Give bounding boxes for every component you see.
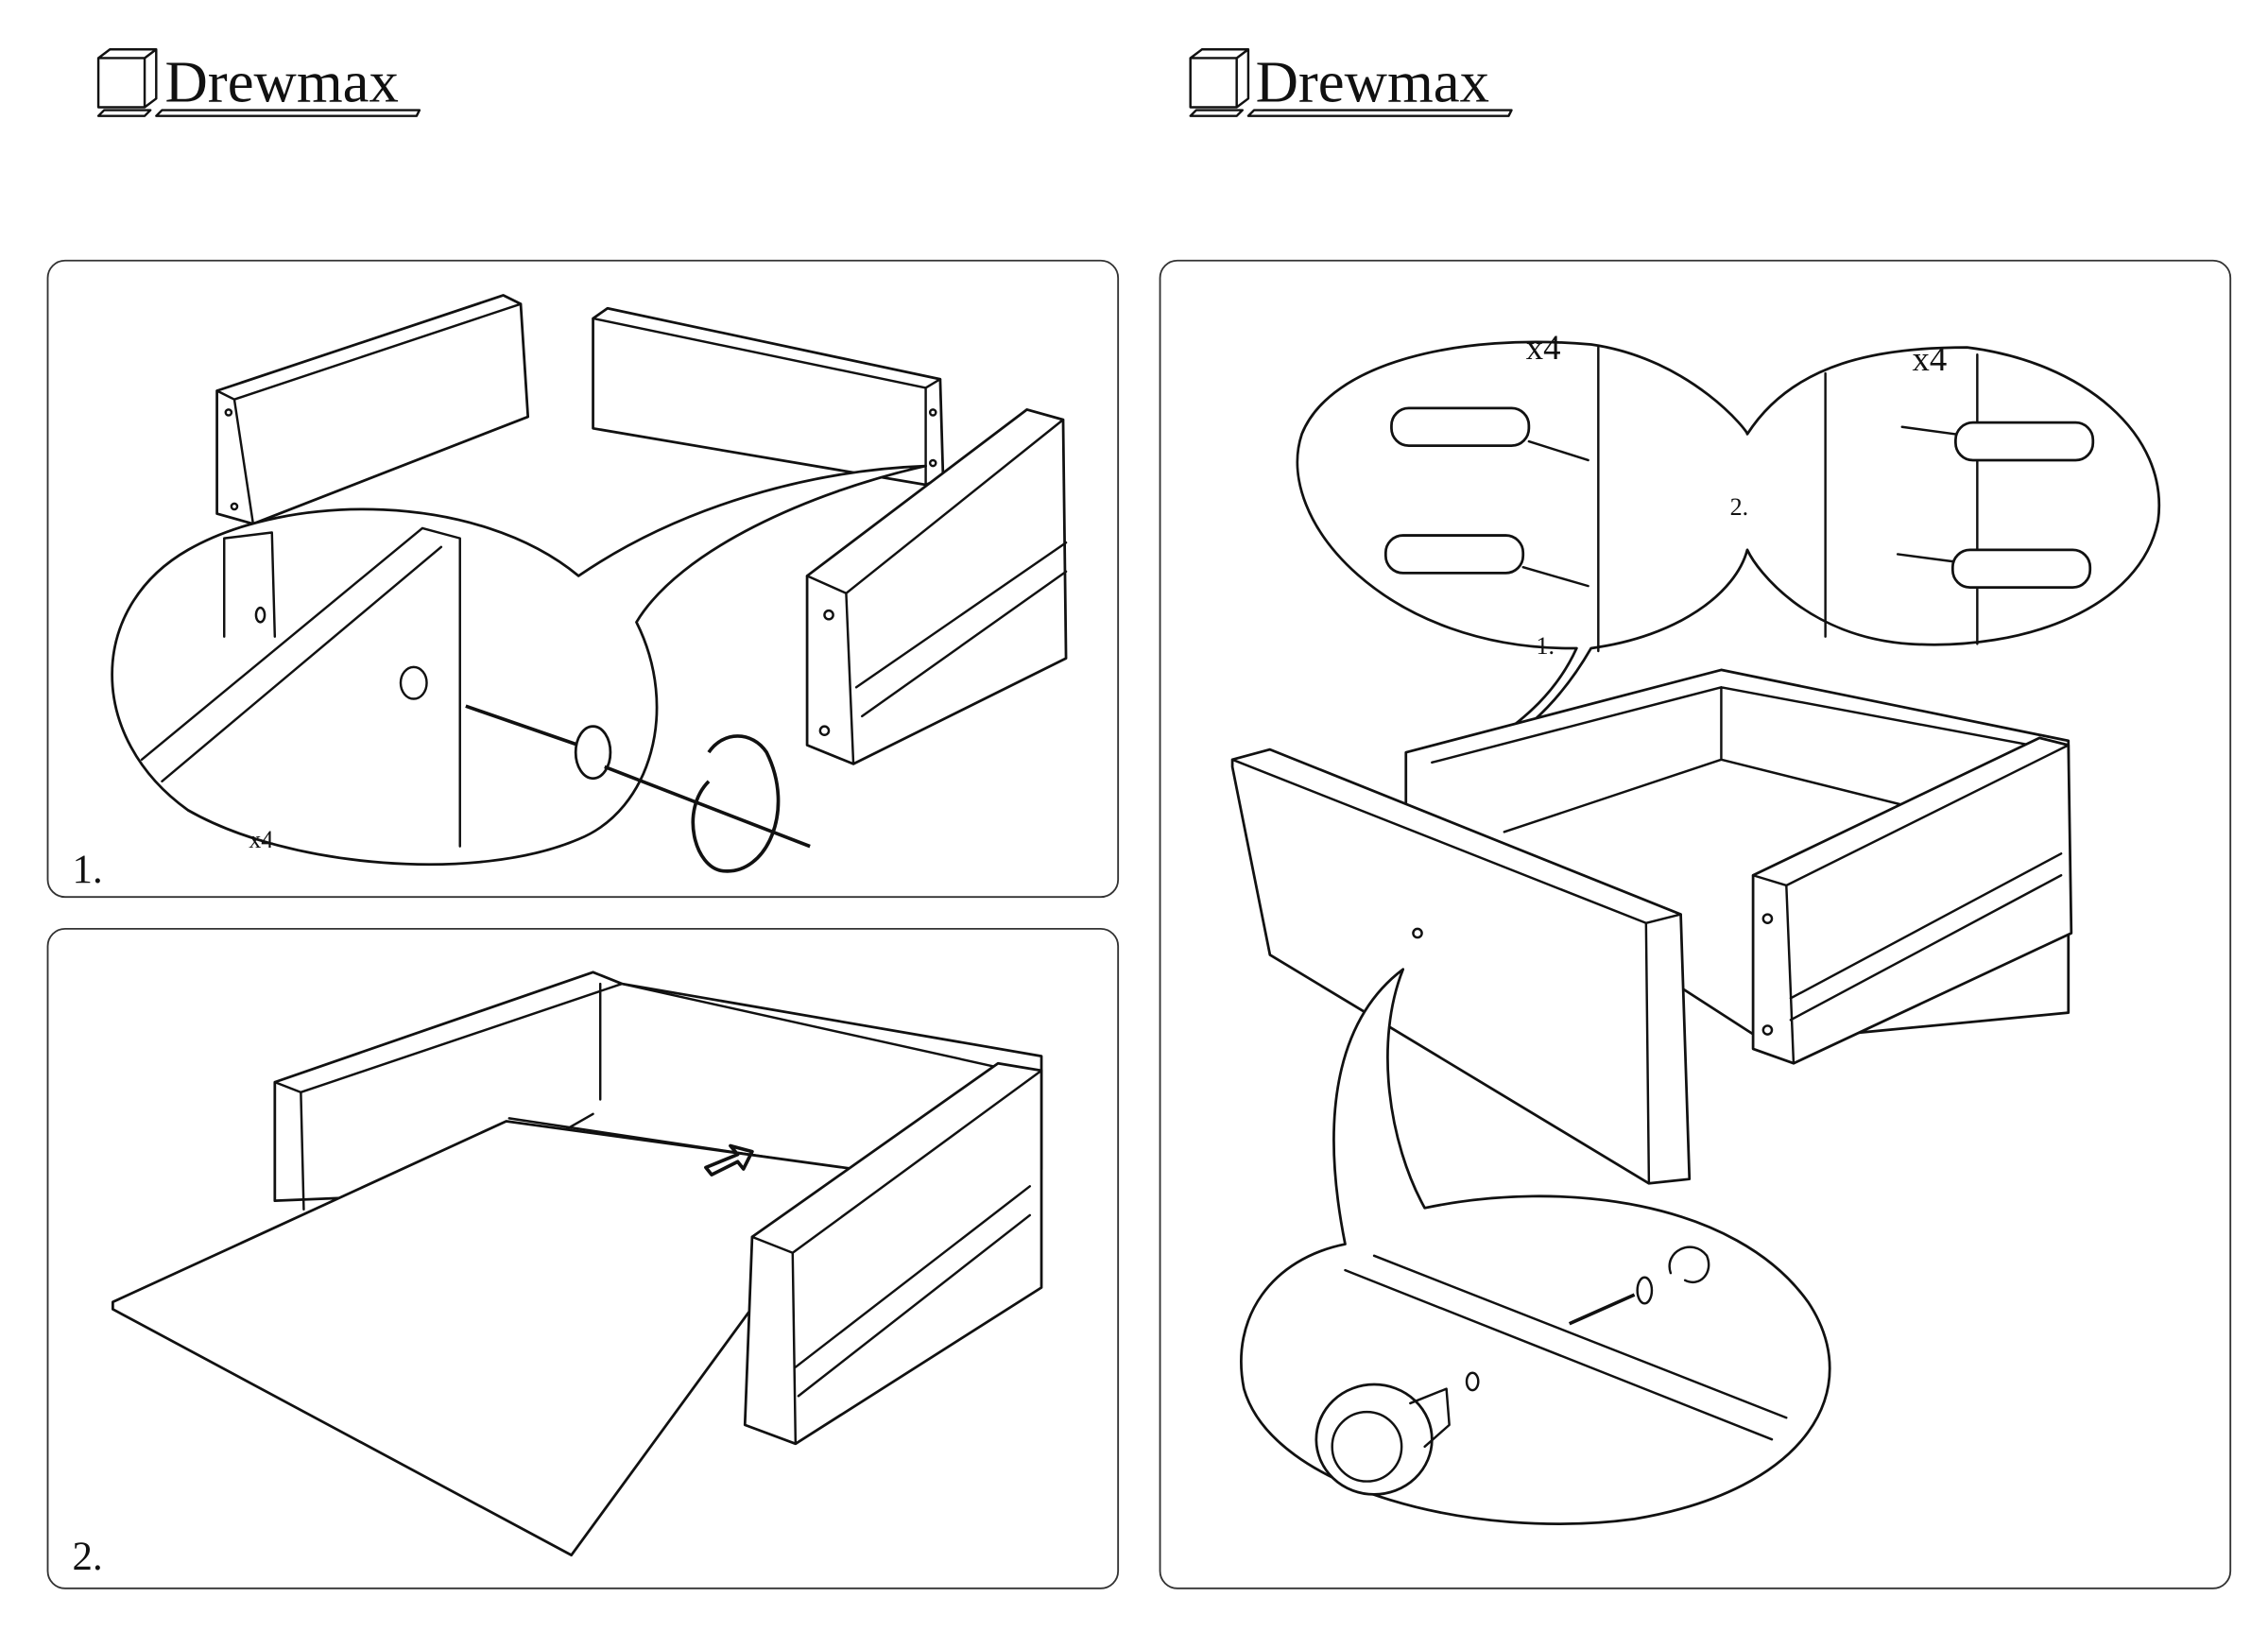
- logo-text: Drewmax: [1256, 48, 1489, 114]
- rotate-arrow-icon: [691, 734, 781, 873]
- screw-icon: [465, 704, 579, 747]
- drawer-front-panel: [1230, 747, 1692, 1185]
- screw-hole-icon: [399, 665, 428, 700]
- drewmax-logo-right: Drewmax: [1189, 48, 1513, 117]
- panel-step-2: 2.: [46, 927, 1120, 1589]
- drawer-assembly: [112, 971, 1043, 1557]
- drawer-back-panel: [592, 306, 945, 487]
- rotate-arrow-icon: [1668, 1245, 1710, 1283]
- dowel-icon: [1896, 548, 2092, 590]
- dowel-icon: [1383, 534, 1589, 588]
- quantity-label: x4: [249, 826, 273, 853]
- panel-step-1: x4 1.: [46, 259, 1120, 899]
- quantity-label: x4: [1526, 328, 1561, 367]
- dowel-icon: [1900, 421, 2095, 462]
- panel-step-3: x4 x4 2. 1.: [1159, 259, 2232, 1589]
- dowel-icon: [1390, 406, 1589, 462]
- logo-text: Drewmax: [164, 48, 398, 114]
- detail-bubble-screw: x4: [111, 464, 927, 873]
- screwdriver-icon: [604, 764, 811, 849]
- substep-number: 1.: [1537, 632, 1555, 660]
- detail-bubble-dowels: x4 x4 2. 1.: [1296, 328, 2161, 768]
- detail-bubble-knob: [1240, 968, 1831, 1525]
- knob-icon: [1314, 1371, 1480, 1496]
- quantity-label: x4: [1912, 339, 1947, 378]
- drawer-side-panel-right: [805, 408, 1068, 765]
- drewmax-logo-left: Drewmax: [96, 48, 421, 117]
- drawer-side-panel-left: [215, 294, 530, 525]
- step-number: 2.: [73, 1535, 103, 1579]
- drawer-box: [1404, 668, 2073, 1065]
- push-arrow-icon: [704, 1143, 754, 1177]
- bolt-icon: [1568, 1276, 1654, 1326]
- substep-number: 2.: [1730, 493, 1749, 521]
- step-number: 1.: [73, 848, 103, 892]
